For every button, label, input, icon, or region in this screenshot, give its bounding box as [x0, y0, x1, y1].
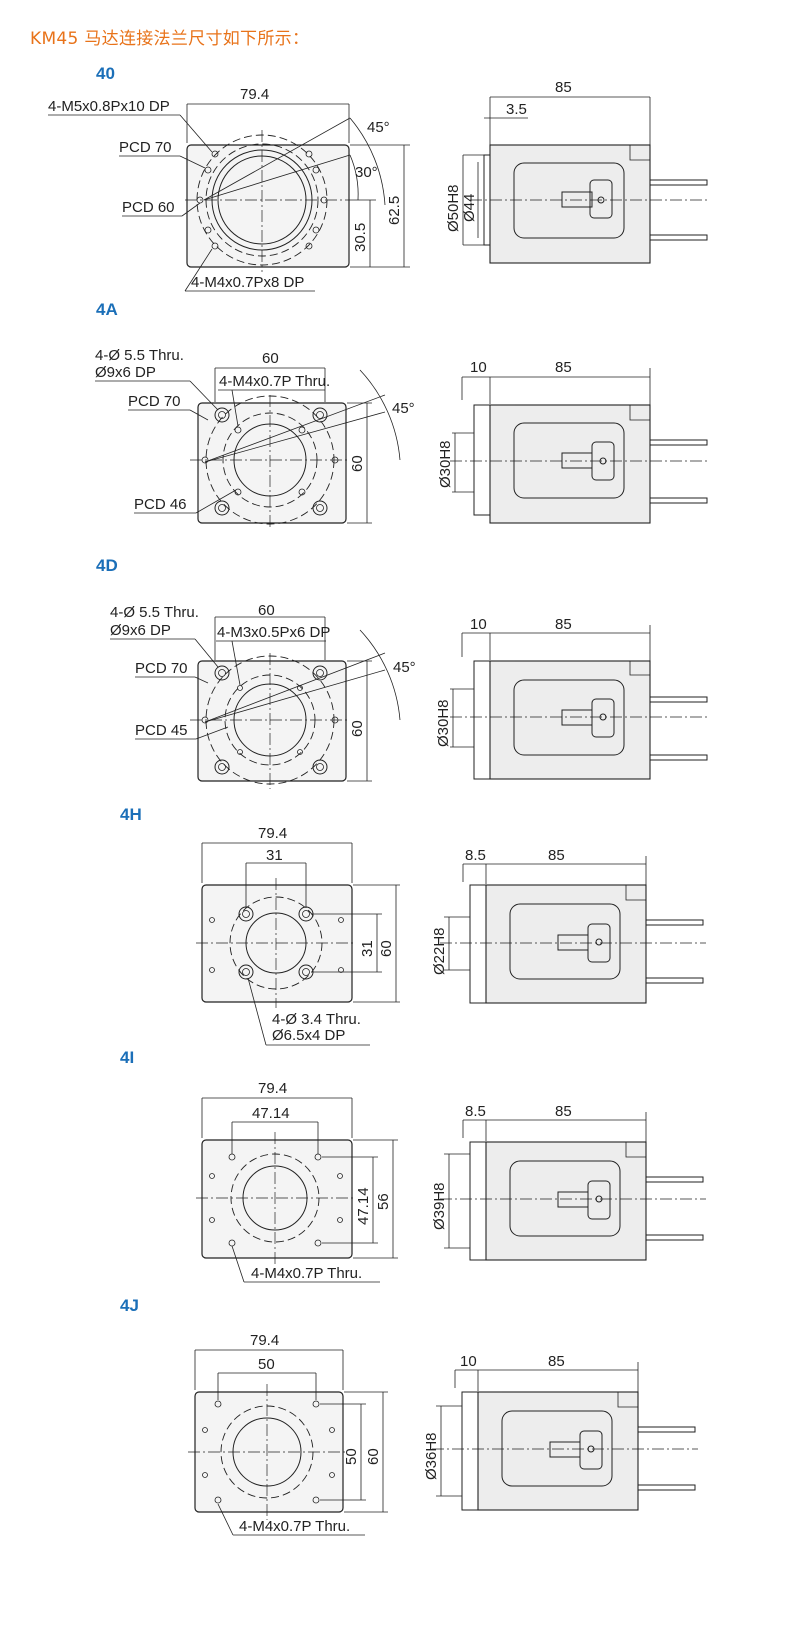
width-dim: 79.4 — [250, 1332, 279, 1349]
callout-thru: 4-Ø 3.4 Thru. — [272, 1011, 361, 1028]
side-view-4D: 10 85 Ø30H8 — [435, 616, 710, 780]
callout-m3: 4-M3x0.5Px6 DP — [217, 624, 330, 641]
section-label-4I: 4I — [120, 1048, 135, 1067]
side-step-dim: 3.5 — [506, 101, 527, 118]
side-diam-1: Ø22H8 — [431, 927, 448, 975]
side-step-dim: 10 — [470, 616, 487, 633]
vdim-50: 50 — [343, 1448, 360, 1465]
side-view-4I: 8.5 85 Ø39H8 — [431, 1103, 706, 1261]
side-length-dim: 85 — [548, 847, 565, 864]
front-view-40: 45° 30° 79.4 4-M5x0.8Px10 DP PCD 70 PCD … — [48, 86, 410, 292]
section-4I-drawing: 79.4 47.14 47.14 56 4-M4x0.7P Thru. 8.5 … — [196, 1080, 706, 1283]
motor-body — [489, 144, 651, 264]
vdim-47: 47.14 — [355, 1187, 372, 1225]
callout-pcd60: PCD 60 — [122, 199, 175, 216]
angle-30: 30° — [355, 164, 378, 181]
width-dim: 79.4 — [240, 86, 269, 103]
callout-m4: 4-M4x0.7Px8 DP — [191, 274, 304, 291]
section-4D-drawing: 45° 60 4-Ø 5.5 Thru. Ø9x6 DP 4-M3x0.5Px6… — [110, 602, 710, 789]
side-step-dim: 10 — [470, 359, 487, 376]
side-length-dim: 85 — [555, 79, 572, 96]
side-diam-1: Ø39H8 — [431, 1182, 448, 1230]
side-length-dim: 85 — [555, 616, 572, 633]
angle-45: 45° — [393, 659, 416, 676]
side-view-4J: 10 85 Ø36H8 — [423, 1353, 698, 1511]
section-label-4J: 4J — [120, 1296, 139, 1315]
side-view-40: 85 3.5 Ø50H8 Ø44 — [445, 79, 710, 264]
callout-m4: 4-M4x0.7P Thru. — [219, 373, 330, 390]
side-step-dim: 8.5 — [465, 847, 486, 864]
inner-dim: 47.14 — [252, 1105, 290, 1122]
callout-thread: 4-M5x0.8Px10 DP — [48, 98, 170, 115]
callout-cbore: Ø9x6 DP — [95, 364, 156, 381]
side-step-dim: 8.5 — [465, 1103, 486, 1120]
side-diam-1: Ø50H8 — [445, 184, 462, 232]
side-view-4A: 10 85 Ø30H8 — [437, 359, 710, 524]
front-view-4D: 45° 60 4-Ø 5.5 Thru. Ø9x6 DP 4-M3x0.5Px6… — [110, 602, 416, 789]
angle-45: 45° — [367, 119, 390, 136]
section-label-40: 40 — [96, 64, 115, 83]
section-label-4A: 4A — [96, 300, 118, 319]
callout-cbore: Ø9x6 DP — [110, 622, 171, 639]
page-title: KM45 马达连接法兰尺寸如下所示： — [30, 29, 310, 49]
callout-thru: 4-Ø 5.5 Thru. — [110, 604, 199, 621]
vdim-60: 60 — [349, 720, 366, 737]
inner-dim: 50 — [258, 1356, 275, 1373]
width-dim: 79.4 — [258, 825, 287, 842]
front-view-4H: 79.4 31 31 60 4-Ø 3.4 Thru. Ø6.5x4 DP — [196, 825, 400, 1046]
angle-45: 45° — [392, 400, 415, 417]
side-diam-1: Ø36H8 — [423, 1432, 440, 1480]
side-length-dim: 85 — [548, 1353, 565, 1370]
side-step-dim: 10 — [460, 1353, 477, 1370]
vdim-60: 60 — [349, 455, 366, 472]
section-4J-drawing: 79.4 50 50 60 4-M4x0.7P Thru. 10 85 — [188, 1332, 698, 1536]
side-diam-1: Ø30H8 — [437, 440, 454, 488]
section-40-drawing: 45° 30° 79.4 4-M5x0.8Px10 DP PCD 70 PCD … — [48, 79, 710, 292]
section-4A-drawing: 45° 60 4-Ø 5.5 Thru. Ø9x6 DP 4-M4x0.7P T… — [95, 347, 710, 530]
vdim-60: 60 — [378, 940, 395, 957]
width-dim: 60 — [258, 602, 275, 619]
vdim-62-5: 62.5 — [386, 196, 403, 225]
callout-pcd45: PCD 45 — [135, 722, 188, 739]
callout-pcd70: PCD 70 — [119, 139, 172, 156]
vdim-30-5: 30.5 — [352, 223, 369, 252]
inner-dim: 31 — [266, 847, 283, 864]
side-length-dim: 85 — [555, 1103, 572, 1120]
callout-cbore: Ø6.5x4 DP — [272, 1027, 345, 1044]
callout-pcd70: PCD 70 — [128, 393, 181, 410]
callout-thru: 4-Ø 5.5 Thru. — [95, 347, 184, 364]
callout-pcd70: PCD 70 — [135, 660, 188, 677]
front-view-4I: 79.4 47.14 47.14 56 4-M4x0.7P Thru. — [196, 1080, 398, 1283]
side-view-4H: 8.5 85 Ø22H8 — [431, 847, 706, 1004]
section-label-4D: 4D — [96, 556, 118, 575]
section-4H-drawing: 79.4 31 31 60 4-Ø 3.4 Thru. Ø6.5x4 DP 8.… — [196, 825, 706, 1046]
vdim-31: 31 — [359, 940, 376, 957]
front-view-4A: 45° 60 4-Ø 5.5 Thru. Ø9x6 DP 4-M4x0.7P T… — [95, 347, 415, 530]
section-label-4H: 4H — [120, 805, 142, 824]
front-view-4J: 79.4 50 50 60 4-M4x0.7P Thru. — [188, 1332, 388, 1536]
side-diam-1: Ø30H8 — [435, 699, 452, 747]
flange-plate — [186, 144, 350, 268]
callout-pcd46: PCD 46 — [134, 496, 187, 513]
width-dim: 79.4 — [258, 1080, 287, 1097]
callout-m4: 4-M4x0.7P Thru. — [239, 1518, 350, 1535]
callout-m4: 4-M4x0.7P Thru. — [251, 1265, 362, 1282]
vdim-56: 56 — [375, 1193, 392, 1210]
vdim-60: 60 — [365, 1448, 382, 1465]
side-length-dim: 85 — [555, 359, 572, 376]
width-dim: 60 — [262, 350, 279, 367]
side-diam-2: Ø44 — [461, 194, 478, 222]
